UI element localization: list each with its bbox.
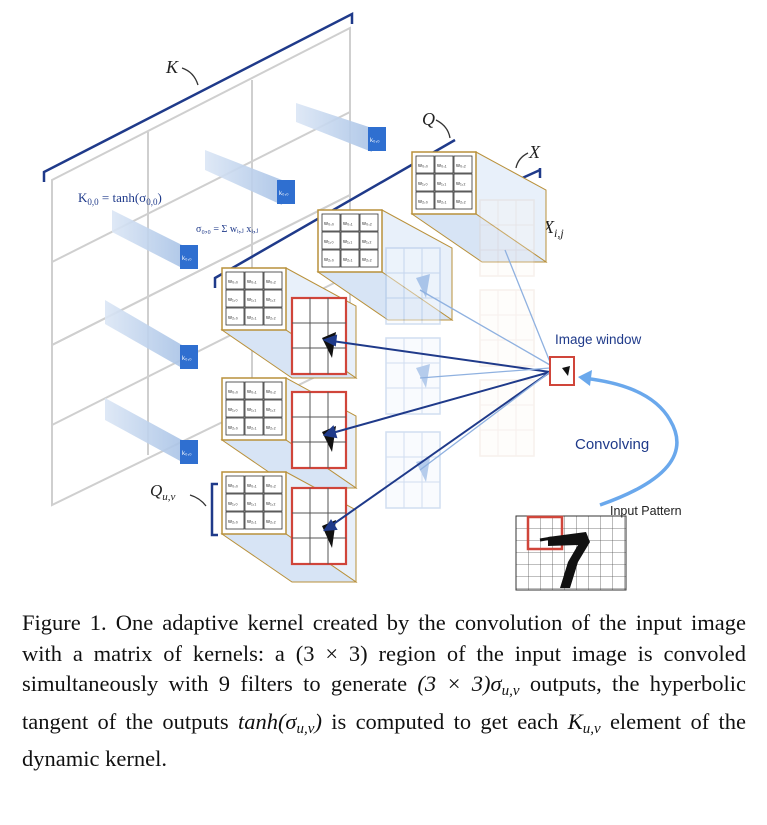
weight-cell-label: w₁,₁: [246, 407, 256, 413]
k-bracket: K: [42, 11, 354, 182]
kernel-matrix-grid: [51, 26, 351, 507]
image-window-label: Image window: [555, 332, 642, 347]
svg-text:k₀,₀: k₀,₀: [182, 356, 192, 362]
svg-text:k₀,₀: k₀,₀: [279, 191, 289, 197]
weight-cell-label: w₀,₀: [417, 163, 428, 169]
convolving-arrow: Convolving: [575, 370, 679, 507]
weight-cell-label: w₁,₁: [246, 297, 256, 303]
weight-cell-label: w₂,₁: [246, 425, 257, 431]
weight-cell-label: w₁,₂: [455, 181, 466, 187]
weight-cell-label: w₁,₀: [227, 501, 238, 507]
weight-cell-label: w₂,₁: [342, 257, 353, 263]
weight-cell-label: w₀,₂: [455, 163, 466, 169]
svg-text:k₀,₀: k₀,₀: [182, 256, 192, 262]
weight-cell-label: w₂,₀: [323, 257, 334, 263]
weight-cube: w₀,₀ w₀,₁ w₀,₂ w₁,₀ w₁,₁ w₁,₂ w₂,₀ w₂,₁ w₂,₂: [316, 209, 454, 321]
weight-cube: w₀,₀ w₀,₁ w₀,₂ w₁,₀ w₁,₁ w₁,₂ w₂,₀ w₂,₁ w₂,₂: [410, 151, 548, 263]
weight-cell-label: w₂,₁: [246, 315, 257, 321]
weight-cell-label: w₂,₁: [246, 519, 257, 525]
weight-cell-label: w₂,₀: [227, 425, 238, 431]
light-beams: [105, 103, 372, 462]
weight-cell-label: w₀,₂: [265, 483, 276, 489]
x-label: X: [528, 142, 541, 162]
weight-cell-label: w₀,₀: [323, 221, 334, 227]
k-label: K: [165, 57, 179, 77]
weight-cell-label: w₁,₂: [265, 297, 276, 303]
weight-cell-label: w₂,₀: [417, 199, 428, 205]
weight-cell-label: w₀,₀: [227, 389, 238, 395]
weight-cell-label: w₀,₁: [246, 389, 257, 395]
weight-cell-label: w₁,₁: [342, 239, 352, 245]
weight-cell-label: w₂,₂: [361, 257, 372, 263]
k00-formula: K0,0 = tanh(σ0,0): [78, 190, 162, 207]
weight-cell-label: w₂,₂: [265, 425, 276, 431]
q-label: Q: [422, 109, 435, 129]
weight-cell-label: w₀,₁: [342, 221, 353, 227]
weight-cell-label: w₀,₂: [265, 389, 276, 395]
quv-label: Qu,v: [150, 481, 176, 503]
weight-cell-label: w₁,₁: [246, 501, 256, 507]
weight-cell-label: w₀,₂: [265, 279, 276, 285]
quv-bracket: Qu,v: [150, 481, 218, 537]
image-window: Image window: [549, 332, 642, 386]
svg-text:k₀,₀: k₀,₀: [370, 138, 380, 144]
kernel-tags: k₀,₀ k₀,₀ k₀,₀ k₀,₀ k₀,₀: [180, 127, 386, 464]
weight-cell-label: w₂,₂: [455, 199, 466, 205]
weight-cell-label: w₁,₀: [417, 181, 428, 187]
input-pattern: Input Pattern: [515, 504, 682, 591]
weight-cell-label: w₀,₀: [227, 279, 238, 285]
weight-cell-label: w₁,₂: [265, 407, 276, 413]
figure-diagram: K K0,0 = tanh(σ0,0) σ₀,₀ = Σ wᵢ,ⱼ xᵢ,ⱼ k…: [42, 11, 682, 591]
weight-cell-label: w₁,₂: [361, 239, 372, 245]
input-pattern-label: Input Pattern: [610, 504, 682, 518]
weight-cell-label: w₀,₀: [227, 483, 238, 489]
weight-cell-label: w₁,₁: [436, 181, 446, 187]
sigma-formula: σ₀,₀ = Σ wᵢ,ⱼ xᵢ,ⱼ: [196, 224, 258, 235]
weight-cell-label: w₁,₀: [323, 239, 334, 245]
convolving-label: Convolving: [575, 436, 649, 453]
svg-text:k₀,₀: k₀,₀: [182, 451, 192, 457]
figure-caption: Figure 1. One adaptive kernel created by…: [22, 610, 746, 771]
weight-cell-label: w₀,₂: [361, 221, 372, 227]
weight-cell-label: w₁,₂: [265, 501, 276, 507]
weight-cell-label: w₂,₂: [265, 519, 276, 525]
window-arrows: [322, 334, 551, 532]
weight-cell-label: w₀,₁: [246, 279, 257, 285]
weight-cell-label: w₂,₀: [227, 519, 238, 525]
window-light-lines: [419, 249, 551, 471]
weight-cell-label: w₁,₀: [227, 297, 238, 303]
weight-cell-label: w₂,₀: [227, 315, 238, 321]
weight-cell-label: w₁,₀: [227, 407, 238, 413]
weight-cell-label: w₂,₂: [265, 315, 276, 321]
weight-cell-label: w₀,₁: [246, 483, 257, 489]
weight-cell-label: w₂,₁: [436, 199, 447, 205]
weight-cell-label: w₀,₁: [436, 163, 447, 169]
